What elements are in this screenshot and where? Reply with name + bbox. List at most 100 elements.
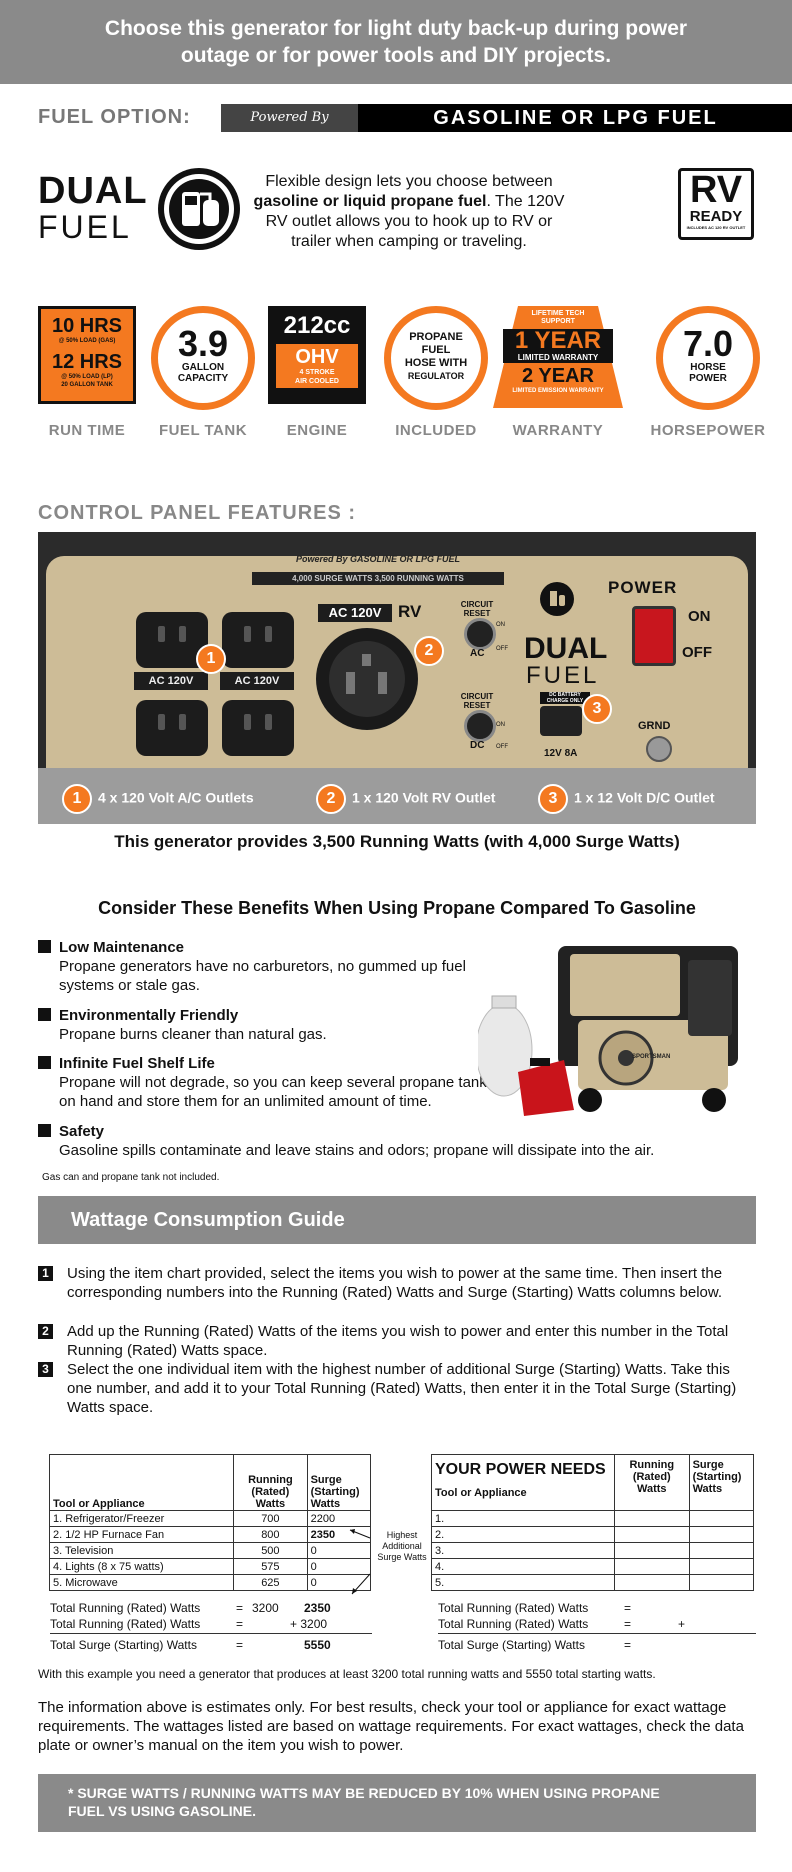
desc-post: . The 120V RV outlet allows you to hook …	[265, 193, 565, 250]
equals-sign: =	[624, 1617, 632, 1631]
disclaimer-text: The information above is estimates only.…	[38, 1699, 744, 1754]
cell-item[interactable]: 1.	[431, 1510, 615, 1527]
top-banner: Choose this generator for light duty bac…	[0, 0, 792, 84]
bullet-icon	[38, 1008, 51, 1021]
fuel-pump-icon	[158, 168, 240, 250]
cell-surge: 0	[306, 1574, 372, 1591]
included-label: INCLUDED	[395, 422, 477, 439]
cell-surge[interactable]	[688, 1510, 755, 1527]
your-total-surge-label: Total Surge (Starting) Watts	[438, 1638, 585, 1652]
outlet-label: AC 120V	[220, 672, 294, 690]
feature-num: 1	[62, 784, 92, 814]
cell-item[interactable]: 4.	[431, 1558, 615, 1575]
equals-sign: =	[236, 1638, 244, 1652]
warranty-badge: LIFETIME TECH SUPPORT 1 YEAR LIMITED WAR…	[493, 306, 623, 408]
dual-text: DUAL	[38, 170, 148, 212]
benefit-title: Safety	[59, 1123, 105, 1140]
cell-surge[interactable]	[688, 1558, 755, 1575]
cell-item: 5. Microwave	[48, 1574, 235, 1591]
ac-label: AC	[470, 648, 485, 659]
benefit-body: Propane burns cleaner than natural gas.	[59, 1026, 327, 1043]
equals-sign: =	[624, 1601, 632, 1615]
cell-running: 500	[233, 1542, 308, 1559]
cell-item[interactable]: 5.	[431, 1574, 615, 1591]
panel-dual-text: DUAL	[524, 632, 608, 665]
cell-running[interactable]	[613, 1558, 690, 1575]
cell-surge[interactable]	[688, 1574, 755, 1591]
fuel-tank-label: FUEL TANK	[158, 422, 248, 439]
cell-running: 700	[233, 1510, 308, 1527]
ac-120v-label: AC 120V	[318, 604, 392, 622]
cell-running[interactable]	[613, 1510, 690, 1527]
step-text: Using the item chart provided, select th…	[67, 1265, 723, 1301]
control-panel-heading: CONTROL PANEL FEATURES :	[38, 502, 357, 524]
circuit-reset-dc-label: CIRCUIT RESET	[460, 692, 494, 710]
engine-ohv: OHV	[295, 346, 339, 368]
included-l4: REGULATOR	[407, 371, 465, 381]
equals-sign: =	[624, 1638, 632, 1652]
your-power-needs-table: YOUR POWER NEEDS Tool or Appliance Runni…	[431, 1454, 755, 1591]
horsepower-value: 7.0	[682, 323, 734, 364]
warranty-1-year-sub: LIMITED WARRANTY	[517, 353, 599, 362]
table-row: 2.	[431, 1526, 755, 1543]
panel-fuel-text: FUEL	[526, 662, 600, 689]
dc-rating-label: 12V 8A	[544, 748, 578, 759]
col-header-item: Tool or Appliance	[435, 1487, 527, 1499]
runtime-gas-hours: 10 HRS	[51, 315, 123, 337]
dual-fuel-logo: DUAL FUEL	[38, 170, 148, 244]
fuel-option-label: FUEL OPTION:	[38, 106, 191, 128]
col-header-surge: Surge (Starting) Watts	[688, 1454, 755, 1511]
powered-by-tag: Powered By	[221, 104, 358, 132]
included-l2: FUEL	[421, 344, 451, 356]
cell-surge[interactable]	[688, 1526, 755, 1543]
outlet-label: AC 120V	[134, 672, 208, 690]
benefits-heading: Consider These Benefits When Using Propa…	[98, 898, 696, 918]
included-l3: HOSE WITH	[404, 357, 468, 369]
photo-brand: SPORTSMAN	[632, 1054, 671, 1060]
cell-surge[interactable]	[688, 1542, 755, 1559]
cell-running[interactable]	[613, 1574, 690, 1591]
benefit-item: Safety Gasoline spills contaminate and l…	[38, 1122, 738, 1160]
cell-running[interactable]	[613, 1526, 690, 1543]
example-total-surge-value: 5550	[304, 1638, 331, 1652]
benefit-item: Environmentally Friendly Propane burns c…	[38, 1006, 738, 1044]
off-small-label: OFF	[496, 744, 508, 750]
benefit-body: Propane will not degrade, so you can kee…	[59, 1074, 495, 1110]
wattage-step: 2 Add up the Running (Rated) Watts of th…	[38, 1322, 750, 1360]
example-summary: With this example you need a generator t…	[38, 1667, 656, 1681]
cell-item[interactable]: 3.	[431, 1542, 615, 1559]
table-row: 4.	[431, 1558, 755, 1575]
step-number: 1	[38, 1266, 53, 1281]
fuel-tank-sub1: GALLON	[181, 362, 225, 373]
your-total-running-label-2: Total Running (Rated) Watts	[438, 1617, 589, 1631]
power-on-label: ON	[688, 608, 711, 625]
circuit-reset-ac-label: CIRCUIT RESET	[460, 600, 494, 618]
example-highest-surge-value: 2350	[304, 1601, 331, 1615]
fuel-option-row: FUEL OPTION: Powered By GASOLINE OR LPG …	[38, 104, 792, 132]
ac-reset-button	[464, 618, 496, 650]
col-header-running: Running (Rated) Watts	[233, 1454, 308, 1511]
horsepower-sub1: HORSE	[690, 362, 726, 373]
example-add-running-value: + 3200	[290, 1617, 328, 1631]
included-l1: PROPANE	[409, 331, 463, 343]
cell-running[interactable]	[613, 1542, 690, 1559]
generator-photo: SPORTSMAN	[475, 940, 762, 1118]
rv-outlet	[316, 628, 418, 730]
dual-fuel-description: Flexible design lets you choose between …	[250, 172, 568, 252]
on-small-label: ON	[496, 722, 505, 728]
feature-num: 3	[538, 784, 568, 814]
desc-pre: Flexible design lets you choose between	[265, 173, 553, 190]
bullet-icon	[38, 1056, 51, 1069]
step-number: 2	[38, 1324, 53, 1339]
warranty-lifetime: LIFETIME TECH SUPPORT	[531, 310, 585, 325]
dc-outlet	[540, 706, 582, 736]
cell-item[interactable]: 2.	[431, 1526, 615, 1543]
equals-sign: =	[236, 1617, 244, 1631]
wattage-step: 3 Select the one individual item with th…	[38, 1360, 750, 1417]
table-row: 1.	[431, 1510, 755, 1527]
example-total-surge-label: Total Surge (Starting) Watts	[50, 1638, 197, 1652]
wattage-step: 1 Using the item chart provided, select …	[38, 1264, 750, 1302]
